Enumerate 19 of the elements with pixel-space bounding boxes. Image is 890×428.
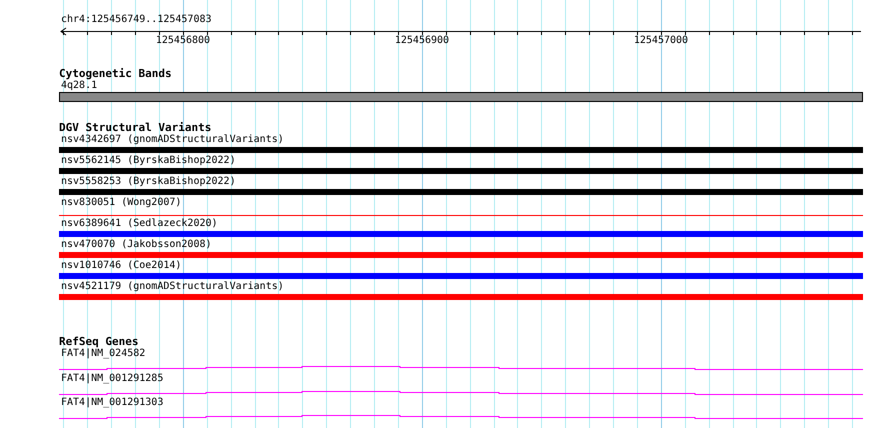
feature-label: nsv4521179 (gnomADStructuralVariants) — [61, 281, 284, 293]
feature-label: nsv4342697 (gnomADStructuralVariants) — [61, 134, 284, 146]
feature-label: FAT4|NM_001291285 — [61, 373, 164, 385]
feature-label: FAT4|NM_024582 — [61, 348, 146, 360]
feature-label: nsv830051 (Wong2007) — [61, 197, 182, 209]
feature-label: nsv5558253 (ByrskaBishop2022) — [61, 176, 236, 188]
feature-label: 4q28.1 — [61, 80, 98, 92]
track-heading: Cytogenetic Bands — [59, 68, 172, 80]
feature-label: FAT4|NM_001291303 — [61, 397, 164, 409]
track-heading: RefSeq Genes — [59, 336, 138, 348]
track-heading: DGV Structural Variants — [59, 122, 212, 134]
feature-label: nsv470070 (Jakobsson2008) — [61, 239, 212, 251]
tick-label: 125457000 — [634, 35, 688, 47]
feature-label: nsv5562145 (ByrskaBishop2022) — [61, 155, 236, 167]
coordinate-range: chr4:125456749..125457083 — [61, 14, 212, 26]
tick-label: 125456900 — [394, 35, 450, 47]
feature-label: nsv1010746 (Coe2014) — [61, 260, 182, 272]
feature-label: nsv6389641 (Sedlazeck2020) — [61, 218, 218, 230]
tick-label: 125456800 — [156, 35, 210, 47]
